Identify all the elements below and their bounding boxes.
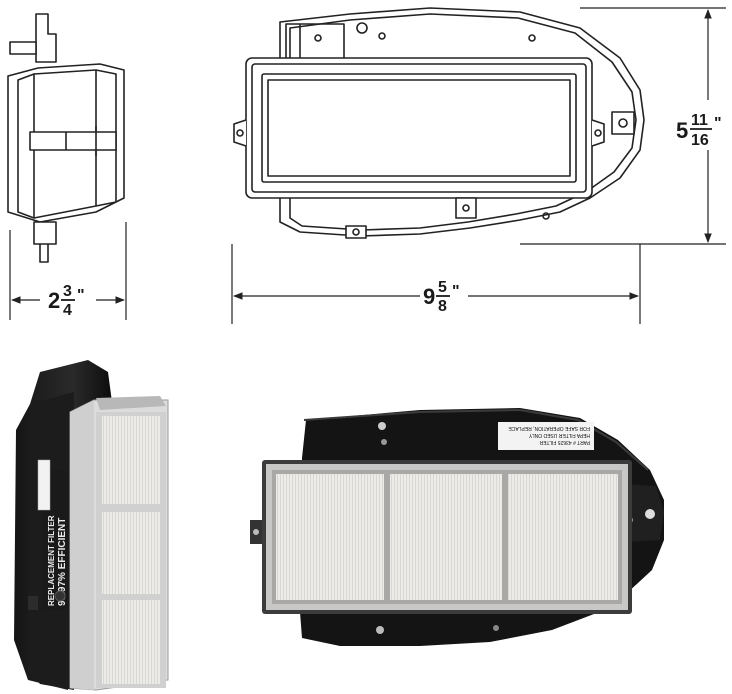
length-dimension: 9 5 8 "	[231, 244, 641, 324]
length-denominator: 8	[438, 298, 447, 315]
part-label-line3: FOR SAFE OPERATION, REPLACE	[508, 425, 590, 431]
part-label-line1: PART # 43625 FILTER	[539, 439, 590, 445]
length-unit: "	[452, 283, 460, 300]
length-whole: 9	[423, 284, 435, 309]
height-dimension: 5 11 16 "	[520, 7, 726, 245]
side-view-drawing	[7, 13, 125, 263]
length-numerator: 5	[438, 279, 447, 296]
depth-whole: 2	[48, 288, 60, 313]
top-view-drawing	[233, 7, 645, 239]
filter-label-line1: REPLACEMENT FILTER	[47, 515, 56, 606]
depth-denominator: 4	[63, 302, 72, 319]
part-label-line2: HEPA FILTER USED ONLY	[528, 432, 590, 438]
filter-angled-photo: REPLACEMENT FILTER 99.97% EFFICIENT	[14, 360, 169, 691]
depth-unit: "	[77, 287, 85, 304]
height-denominator: 16	[691, 132, 709, 149]
height-unit: "	[714, 115, 722, 132]
depth-dimension: 2 3 4 "	[9, 222, 127, 320]
filter-top-photo: PART # 43625 FILTER HEPA FILTER USED ONL…	[250, 408, 664, 646]
height-whole: 5	[676, 118, 688, 143]
height-numerator: 11	[691, 112, 708, 129]
depth-numerator: 3	[63, 283, 72, 300]
filter-label-line2: 99.97% EFFICIENT	[57, 518, 68, 606]
